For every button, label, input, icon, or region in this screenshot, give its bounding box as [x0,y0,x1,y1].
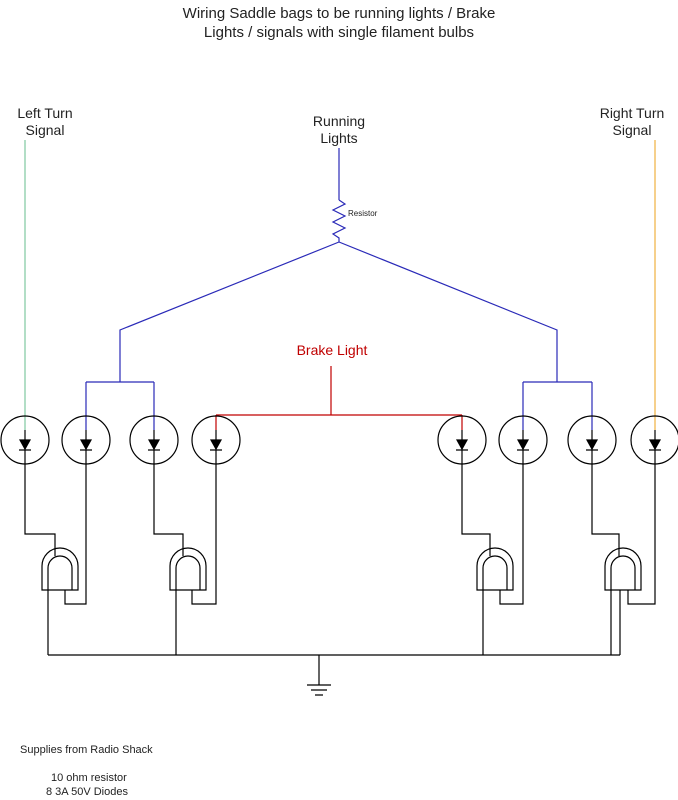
ground-bus [47,590,621,696]
ground-symbol [307,655,331,696]
brake-light-label: Brake Light [296,342,368,358]
supplies-heading: Supplies from Radio Shack [20,744,153,756]
diagram-title: Wiring Saddle bags to be running lights … [0,4,678,42]
left-turn-signal-label: Left Turn Signal [17,105,73,138]
bulb-sockets [41,547,642,591]
running-lights-label: Running Lights [312,113,366,146]
bulbs [0,415,678,465]
resistor-symbol [331,199,347,242]
socket-4 [604,547,642,591]
diode-output-wires [24,450,656,605]
supplies-item-diodes: 8 3A 50V Diodes [46,786,128,798]
title-line-1: Wiring Saddle bags to be running lights … [182,5,496,22]
diodes [18,430,662,451]
running-wire-left [85,241,340,430]
right-turn-signal-label: Right Turn Signal [599,105,665,138]
running-wire-right [338,241,593,430]
brake-wire [215,366,463,430]
socket-3 [476,547,514,591]
socket-2 [169,547,207,591]
resistor-label: Resistor [348,209,378,218]
supplies-item-resistor: 10 ohm resistor [51,772,127,784]
title-line-2: Lights / signals with single filament bu… [203,24,475,41]
socket-1 [41,547,79,591]
